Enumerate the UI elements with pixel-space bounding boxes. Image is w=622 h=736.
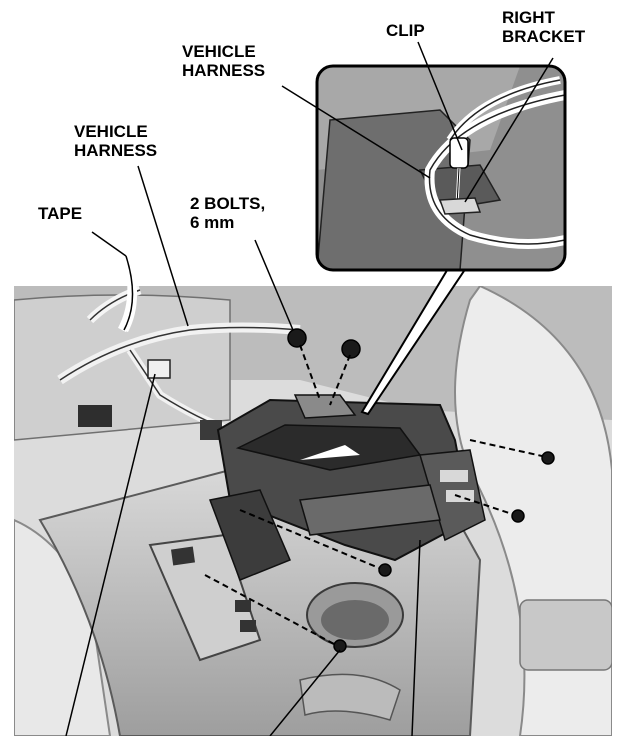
label-tape: TAPE xyxy=(38,204,83,223)
leader-lines xyxy=(65,41,554,736)
label-bolts: 2 BOLTS, 6 mm xyxy=(190,194,266,232)
label-vehicle-harness-top: VEHICLE HARNESS xyxy=(182,42,266,80)
console-photo xyxy=(14,286,612,736)
label-clip: CLIP xyxy=(386,21,425,40)
label-vehicle-harness-left: VEHICLE HARNESS xyxy=(74,122,158,160)
label-right-bracket: RIGHT BRACKET xyxy=(502,8,586,46)
